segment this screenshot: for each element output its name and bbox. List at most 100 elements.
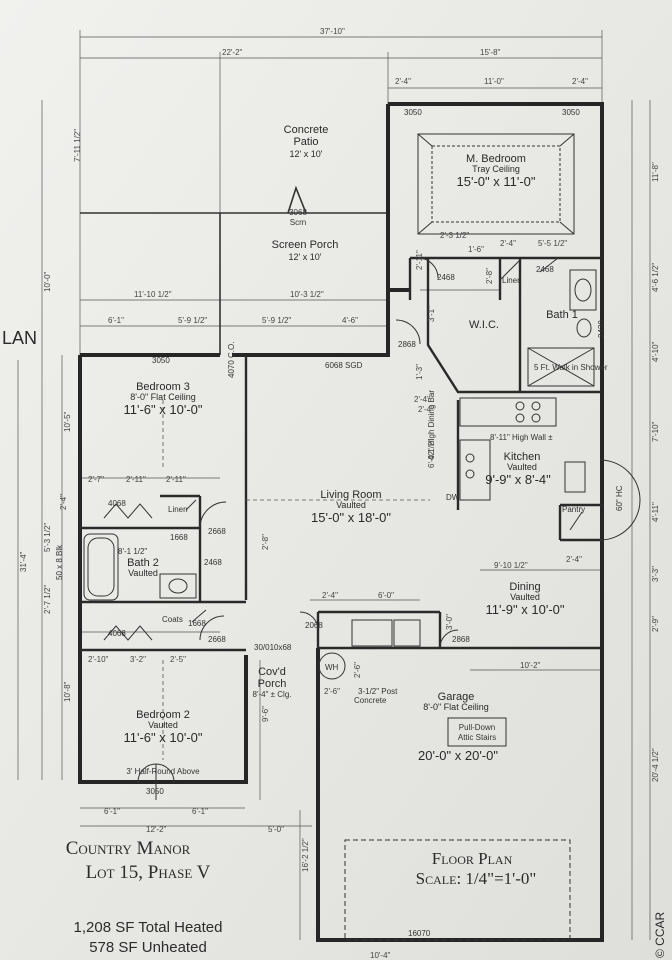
door-master: 2868 (398, 340, 416, 349)
garage-sub: 8'-0" Flat Ceiling (423, 702, 488, 712)
living-sub: Vaulted (336, 500, 366, 510)
dim-garage-2: 6'-0" (378, 591, 394, 600)
dim-right-1: 11'-8" (651, 162, 660, 182)
door-bed3: 2668 (208, 527, 226, 536)
post-label: 3-1/2" Post (358, 687, 398, 696)
living-name: Living Room (320, 489, 381, 501)
watermark: © CCAR (653, 911, 667, 958)
dim-garage-5: 2'-6" (353, 662, 362, 678)
bedroom2-note: 3' Half-Round Above (126, 767, 200, 776)
post-label-2: Concrete (354, 696, 387, 705)
dining-name: Dining (509, 581, 540, 593)
dim-overall-width: 37'-10" (320, 27, 345, 36)
dim-hall-1: 2'-4" (418, 405, 434, 414)
bath2-sub: Vaulted (128, 568, 158, 578)
garage-door: 16070 (408, 929, 431, 938)
dim-left-7: 10'-8" (63, 681, 72, 702)
linen-bath2: Linen (168, 505, 188, 514)
heated-sf: 1,208 SF Total Heated (74, 919, 223, 936)
dim-left-6: 2'-7 1/2" (43, 585, 52, 614)
block-label: 50 x 8 Blk (55, 544, 64, 580)
door-porch: 2068 (305, 621, 323, 630)
door-entry: 30/010x68 (254, 643, 292, 652)
fixtures (83, 133, 641, 941)
dim-bottom-1: 6'-1" (104, 807, 120, 816)
dim-right-8: 20'-4 1/2" (651, 748, 660, 782)
linen-bath1: Linen (502, 276, 522, 285)
dim-right-4: 7'-10" (651, 421, 660, 442)
window-master-left: 3050 (404, 108, 422, 117)
dimension-lines (17, 30, 651, 940)
door-bed2: 2668 (208, 635, 226, 644)
shower-label: 5 Ft. Walk in Shower (534, 363, 608, 372)
door-linen: 1668 (170, 533, 188, 542)
dim-porch-1: 11'-10 1/2" (134, 290, 172, 299)
dim-garage-1: 10'-2" (520, 661, 541, 670)
dining-sub: Vaulted (510, 592, 540, 602)
master-name: M. Bedroom (466, 153, 526, 165)
dim-closet-5: 3'-2" (130, 655, 146, 664)
opening-labels: 6068 SGD 3050 3050 3050 3050 2468 2468 2… (55, 108, 624, 938)
floor-plan-label: Floor Plan (432, 849, 513, 868)
dishwasher: DW (446, 493, 460, 502)
dim-wic-5: 2'-8" (485, 268, 494, 284)
water-heater: WH (325, 663, 339, 672)
unheated-sf: 578 SF Unheated (89, 939, 207, 956)
dim-wic-1: 2'-3 1/2" (440, 231, 469, 240)
dim-right-6: 3'-3" (651, 566, 660, 582)
attic-stairs-2: Attic Stairs (458, 733, 496, 742)
hc-label: 60" HC (615, 485, 624, 511)
coats-closet: Coats (162, 615, 183, 624)
dim-bottom-5: 16'-2 1/2" (301, 838, 310, 872)
room-labels: Concrete Patio 12' x 10' 3068 Scrn Scree… (124, 124, 578, 776)
dim-closet-1: 2'-7" (88, 475, 104, 484)
dim-right-width: 15'-8" (480, 48, 501, 57)
sgd-label: 6068 SGD (325, 361, 363, 370)
door-garage: 2868 (452, 635, 470, 644)
dim-wic-2: 1'-6" (468, 245, 484, 254)
dim-right-5: 4'-11" (651, 502, 660, 522)
door-bath1: 2468 (536, 265, 554, 274)
wic-name: W.I.C. (469, 319, 499, 331)
dim-left-1: 7'-11 1/2" (73, 129, 82, 162)
dim-left-2: 10'-0" (43, 271, 52, 292)
dimension-labels: 37'-10" 22'-2" 15'-8" 2'-4" 11'-0" 2'-4"… (19, 27, 660, 960)
bedroom3-name: Bedroom 3 (136, 381, 190, 393)
dining-bar-label: 42" High Dining Bar (427, 390, 436, 460)
high-wall-label: 8'-11" High Wall ± (490, 433, 553, 442)
dim-wic-3: 2'-4" (500, 239, 516, 248)
dim-left-5: 5'-3 1/2" (43, 523, 52, 552)
window-bed2: 3050 (146, 787, 164, 796)
dim-left-4: 2'-4" (59, 494, 68, 510)
dim-top-2: 11'-0" (484, 77, 504, 86)
window-master-right: 3050 (562, 108, 580, 117)
dim-wic-7: 2'-11" (415, 250, 424, 270)
dining-size: 11'-9" x 10'-0" (486, 602, 565, 617)
window-bath1: 2430 (597, 320, 606, 338)
dim-wic-4: 5'-5 1/2" (538, 239, 567, 248)
garage-size: 20'-0" x 20'-0" (418, 748, 498, 763)
scale-label: Scale: 1/4"=1'-0" (416, 869, 537, 888)
porch-name-2: Porch (258, 678, 287, 690)
door-bath2: 2468 (204, 558, 222, 567)
dim-left-3: 10'-5" (63, 411, 72, 432)
bath2-name: Bath 2 (127, 557, 159, 569)
dim-closet-6: 2'-5" (170, 655, 186, 664)
bedroom3-sub: 8'-0" Flat Ceiling (130, 392, 195, 402)
dim-hall-3: 2'-4" (414, 395, 430, 404)
screen-door: 3068 (289, 208, 307, 217)
dim-top-1: 2'-4" (395, 77, 411, 86)
master-sub: Tray Ceiling (472, 164, 520, 174)
dim-right-3: 4'-10" (651, 341, 660, 362)
screen-porch-size: 12' x 10' (289, 252, 322, 262)
kitchen-name: Kitchen (504, 451, 541, 463)
title-block: Country Manor Lot 15, Phase V 1,208 SF T… (66, 838, 223, 956)
dim-closet-4: 2'-10" (88, 655, 109, 664)
patio-name: Concrete (284, 124, 329, 136)
dim-wic-6: 3'-1" (427, 306, 436, 322)
dim-bottom-4: 5'-0" (268, 825, 284, 834)
living-size: 15'-0" x 18'-0" (311, 510, 391, 525)
bedroom2-name: Bedroom 2 (136, 709, 190, 721)
bath1-name: Bath 1 (546, 309, 578, 321)
